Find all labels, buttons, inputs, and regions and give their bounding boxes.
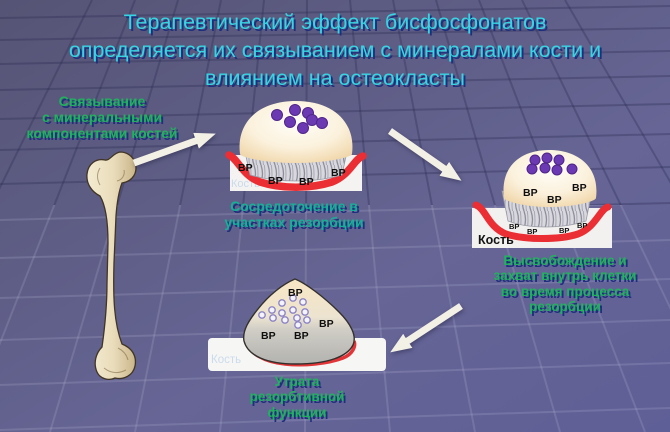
bp-label: ВР — [299, 176, 314, 188]
cell-nuclei — [271, 104, 328, 134]
stage-label-loss: Утрата резорбтивной функции — [217, 374, 377, 420]
bp-label: ВР — [527, 227, 537, 236]
resorption-lacuna — [225, 151, 367, 191]
diagram-osteoclast-inactivated: Кость ВР ВР ВР ВР — [208, 278, 386, 371]
slide-title-line: влиянием на остеокласты — [205, 65, 465, 90]
stage-label-line: участках резорбции — [224, 213, 364, 230]
bp-label: ВР — [268, 175, 283, 187]
stage-label-line: резорбтивной — [249, 389, 345, 405]
bp-label: ВР — [319, 318, 334, 330]
slide-title-line: определяется их связыванием с минералами… — [68, 37, 602, 62]
femur-detail — [97, 167, 129, 374]
stage-label-concentration: Сосредоточение в участках резорбции — [194, 198, 394, 231]
stage-label-line: функции — [267, 404, 327, 420]
femur-outline — [86, 151, 137, 380]
bp-label: ВР — [509, 222, 519, 231]
bp-label: ВР — [288, 287, 303, 299]
stage-label-line: компонентами костей — [26, 124, 178, 141]
stage-label-release: Высвобождение и захват внутрь клетки во … — [458, 253, 670, 314]
stage-label-line: Связывание — [58, 93, 146, 109]
stage-label-line: с минеральными — [41, 108, 163, 125]
bp-label: ВР — [294, 330, 309, 342]
stage-label-line: Утрата — [274, 374, 320, 389]
bone-label-faint: Кость — [211, 354, 241, 366]
osteoclast-cell — [239, 101, 353, 163]
stage-label-line: Высвобождение и — [503, 253, 627, 268]
slide-title-line: Терапевтический эффект бисфосфонатов — [123, 10, 547, 34]
bp-label: ВР — [238, 162, 253, 174]
diagram-osteoclast-resorbing-1: Кость ВР ВР ВР ВР — [225, 101, 367, 191]
cell-nuclei — [526, 152, 578, 176]
stage-label-line: захват внутрь клетки — [493, 268, 637, 284]
femur-bone-image — [86, 151, 137, 380]
stage-label-line: резорбции — [529, 298, 601, 314]
stage-label-binding: Связывание с минеральными компонентами к… — [6, 93, 198, 141]
bp-label: ВР — [331, 167, 346, 179]
bp-label: ВР — [577, 221, 587, 230]
bone-label: Кость — [478, 233, 514, 247]
bp-label: ВР — [547, 194, 562, 206]
bp-label: ВР — [523, 187, 538, 199]
bp-label: ВР — [572, 182, 587, 194]
stage-label-line: Сосредоточение в — [230, 198, 358, 214]
slide-title: Терапевтический эффект бисфосфонатов опр… — [0, 9, 670, 93]
bp-vesicles — [258, 294, 311, 329]
diagram-osteoclast-uptake: ВР ВР ВР ВР ВР ВР ВР Кость — [472, 150, 612, 248]
bp-label: ВР — [559, 226, 569, 235]
bp-label: ВР — [261, 330, 276, 342]
stage-label-line: во время процесса — [500, 283, 630, 299]
resorption-lacuna — [472, 201, 612, 242]
